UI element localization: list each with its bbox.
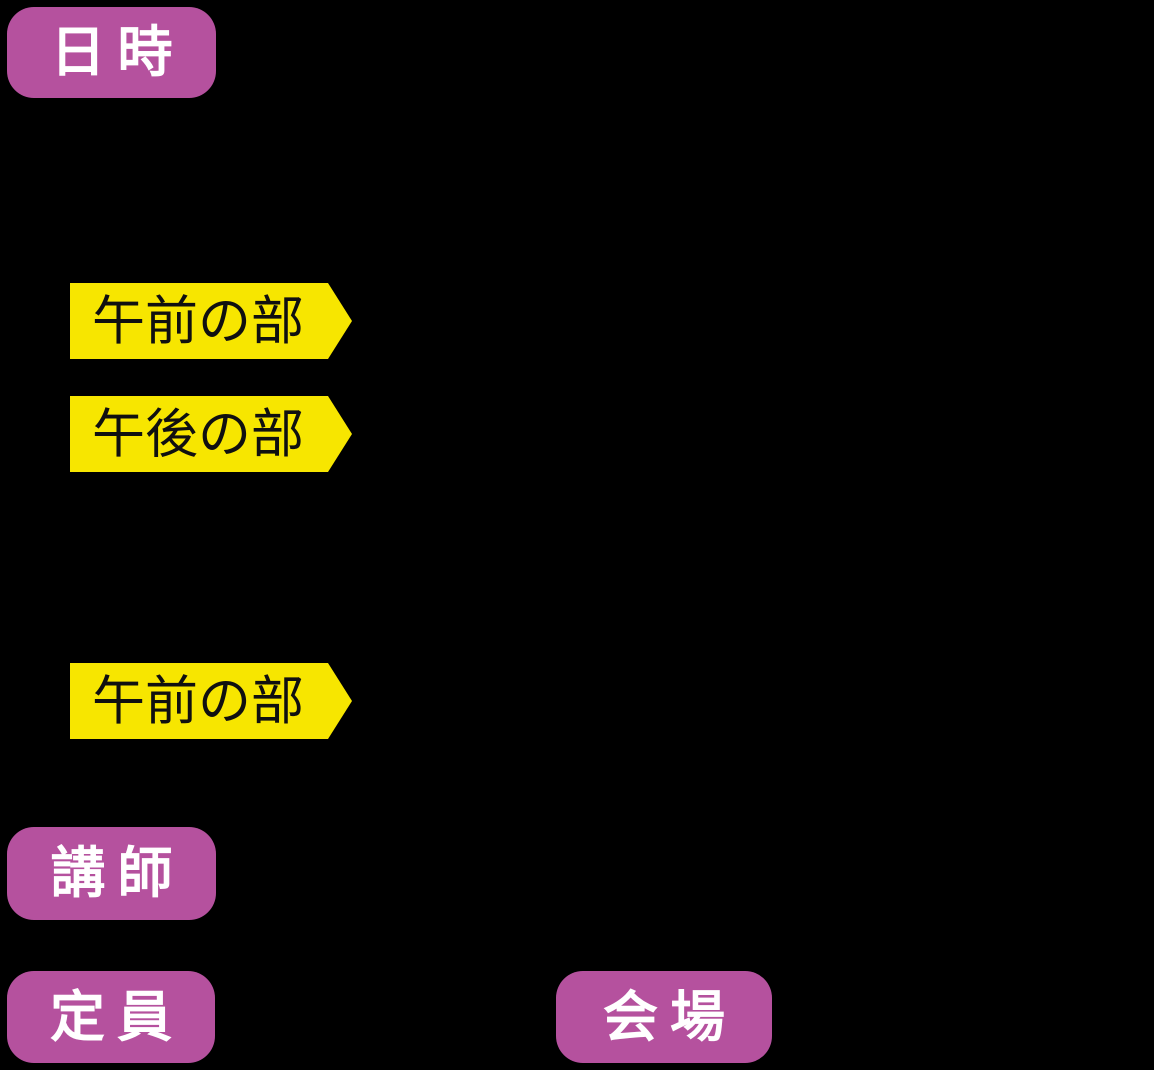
- datetime-badge: 日時: [7, 7, 216, 98]
- lecturer-badge-label: 講師: [50, 841, 185, 905]
- capacity-badge-label: 定員: [49, 984, 185, 1049]
- afternoon-session-pennant-label: 午後の部: [92, 403, 304, 465]
- morning-session-pennant-1-label: 午前の部: [92, 290, 304, 352]
- morning-session-pennant-1: 午前の部: [70, 283, 352, 359]
- afternoon-session-pennant: 午後の部: [70, 396, 352, 472]
- morning-session-pennant-2: 午前の部: [70, 663, 352, 739]
- morning-session-pennant-2-label: 午前の部: [92, 670, 304, 732]
- venue-badge: 会場: [556, 971, 772, 1063]
- datetime-badge-label: 日時: [50, 20, 185, 84]
- capacity-badge: 定員: [7, 971, 215, 1063]
- venue-badge-label: 会場: [602, 984, 738, 1049]
- lecturer-badge: 講師: [7, 827, 216, 920]
